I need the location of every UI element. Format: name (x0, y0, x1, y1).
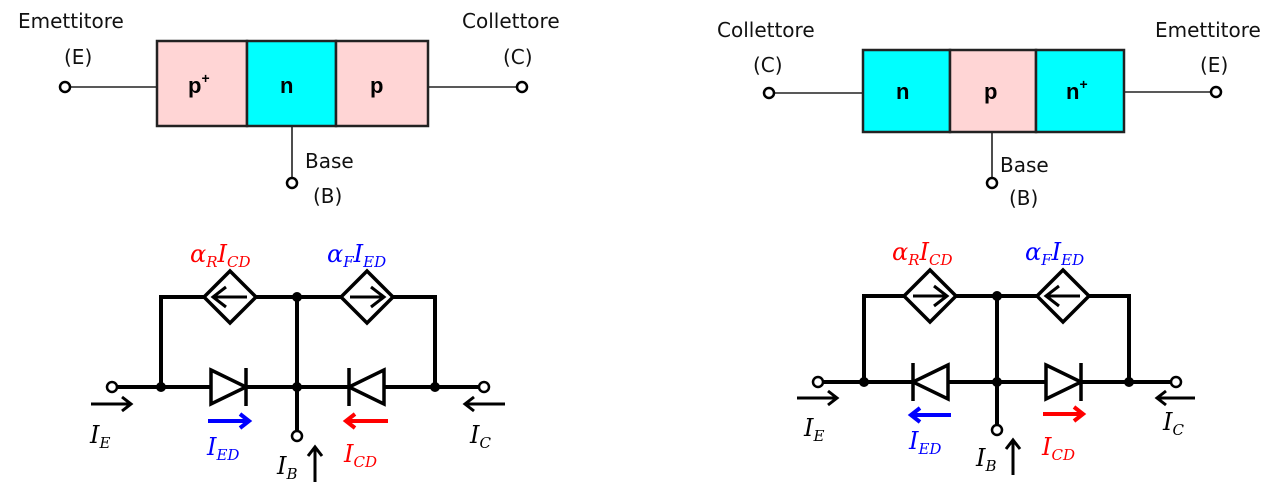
pnp-IC-label: IC (469, 421, 491, 452)
pnp-region-collector (334, 39, 430, 128)
pnp-region-emitter-label: p+ (188, 70, 210, 98)
pnp-circuit-base-terminal (290, 429, 304, 443)
pnp-IB-arrow-icon (306, 444, 324, 482)
pnp-source-right-label: αFIED (327, 240, 386, 271)
npn-dependent-source-left (901, 267, 959, 325)
npn-node-top (992, 291, 1002, 301)
npn-source-left-label: αRICD (892, 238, 953, 269)
pnp-collector-terminal (515, 80, 529, 94)
npn-structure: Collettore (C) Emettitore (E) n p n+ Bas… (717, 18, 1261, 210)
npn-emitter-label: Emettitore (1155, 18, 1261, 42)
pnp-IE-label: IE (89, 421, 110, 452)
pnp-node-top (292, 292, 302, 302)
npn-IC-label: IC (1162, 408, 1184, 439)
npn-circuit-emitter-terminal (811, 375, 825, 389)
npn-region-base (948, 48, 1038, 134)
pnp-ICD-label: ICD (343, 440, 377, 471)
npn-emitter-symbol: (E) (1200, 53, 1228, 77)
npn-region-collector-label: n (896, 79, 909, 104)
pnp-wire-right-loop (393, 295, 437, 387)
npn-diode-emitter (908, 362, 950, 402)
npn-IC-arrow-icon (1154, 389, 1195, 407)
npn-IE-arrow-icon (797, 389, 840, 407)
npn-IED-arrow-icon (907, 406, 951, 424)
npn-base-label: Base (1000, 153, 1049, 177)
npn-emitter-terminal (1209, 85, 1223, 99)
npn-IB-arrow-icon (1004, 437, 1022, 475)
npn-ICD-label: ICD (1041, 433, 1075, 464)
pnp-region-base-label: n (280, 73, 293, 98)
npn-node-collector (1124, 377, 1134, 387)
pnp-IED-arrow-icon (208, 412, 253, 430)
npn-circuit: αRICD αFIED (797, 238, 1195, 475)
npn-IB-label: IB (975, 444, 997, 475)
npn-collector-terminal (762, 86, 776, 100)
pnp-dependent-source-left (201, 268, 259, 326)
pnp-source-left-label: αRICD (190, 240, 251, 271)
pnp-IB-label: IB (276, 452, 298, 483)
pnp-base-terminal (285, 176, 299, 190)
pnp-circuit-emitter-terminal (105, 380, 119, 394)
npn-ICD-arrow-icon (1043, 405, 1087, 423)
pnp-structure: Emettitore (E) Collettore (C) p+ n p Bas… (18, 9, 560, 208)
pnp-node-base (292, 382, 302, 392)
npn-dependent-source-right (1034, 267, 1092, 325)
pnp-collector-symbol: (C) (503, 45, 533, 69)
pnp-collector-label: Collettore (462, 9, 560, 33)
pnp-circuit: αRICD αFIED (89, 240, 505, 483)
pnp-IED-label: IED (206, 433, 239, 464)
pnp-emitter-symbol: (E) (64, 45, 92, 69)
npn-base-symbol: (B) (1009, 186, 1038, 210)
npn-region-emitter (1034, 48, 1126, 134)
npn-diode-collector (1044, 362, 1086, 402)
pnp-IE-arrow-icon (91, 395, 134, 413)
npn-base-terminal (985, 176, 999, 190)
pnp-circuit-collector-terminal (477, 380, 491, 394)
pnp-diode-emitter (209, 367, 251, 407)
pnp-dependent-source-right (338, 268, 396, 326)
pnp-diode-collector (344, 367, 386, 407)
npn-region-base-label: p (984, 79, 997, 104)
npn-IED-label: IED (908, 427, 941, 458)
pnp-node-emitter (156, 382, 166, 392)
pnp-emitter-label: Emettitore (18, 9, 124, 33)
pnp-wire-left-loop (159, 295, 204, 387)
npn-region-collector (861, 48, 952, 134)
npn-IE-label: IE (803, 414, 824, 445)
npn-wire-left-loop (862, 294, 905, 382)
pnp-base-symbol: (B) (313, 184, 342, 208)
npn-source-right-label: αFIED (1025, 238, 1084, 269)
npn-collector-label: Collettore (717, 18, 815, 42)
npn-node-emitter (859, 377, 869, 387)
npn-region-emitter-label: n+ (1066, 76, 1088, 104)
npn-node-base (992, 377, 1002, 387)
pnp-region-collector-label: p (370, 73, 383, 98)
npn-circuit-base-terminal (990, 423, 1004, 437)
npn-collector-symbol: (C) (753, 53, 783, 77)
pnp-ICD-arrow-icon (342, 412, 388, 430)
npn-circuit-collector-terminal (1169, 375, 1183, 389)
pnp-IC-arrow-icon (462, 395, 505, 413)
pnp-emitter-terminal (58, 80, 72, 94)
pnp-node-collector (430, 382, 440, 392)
pnp-base-label: Base (305, 149, 354, 173)
npn-wire-right-loop (1089, 294, 1131, 382)
